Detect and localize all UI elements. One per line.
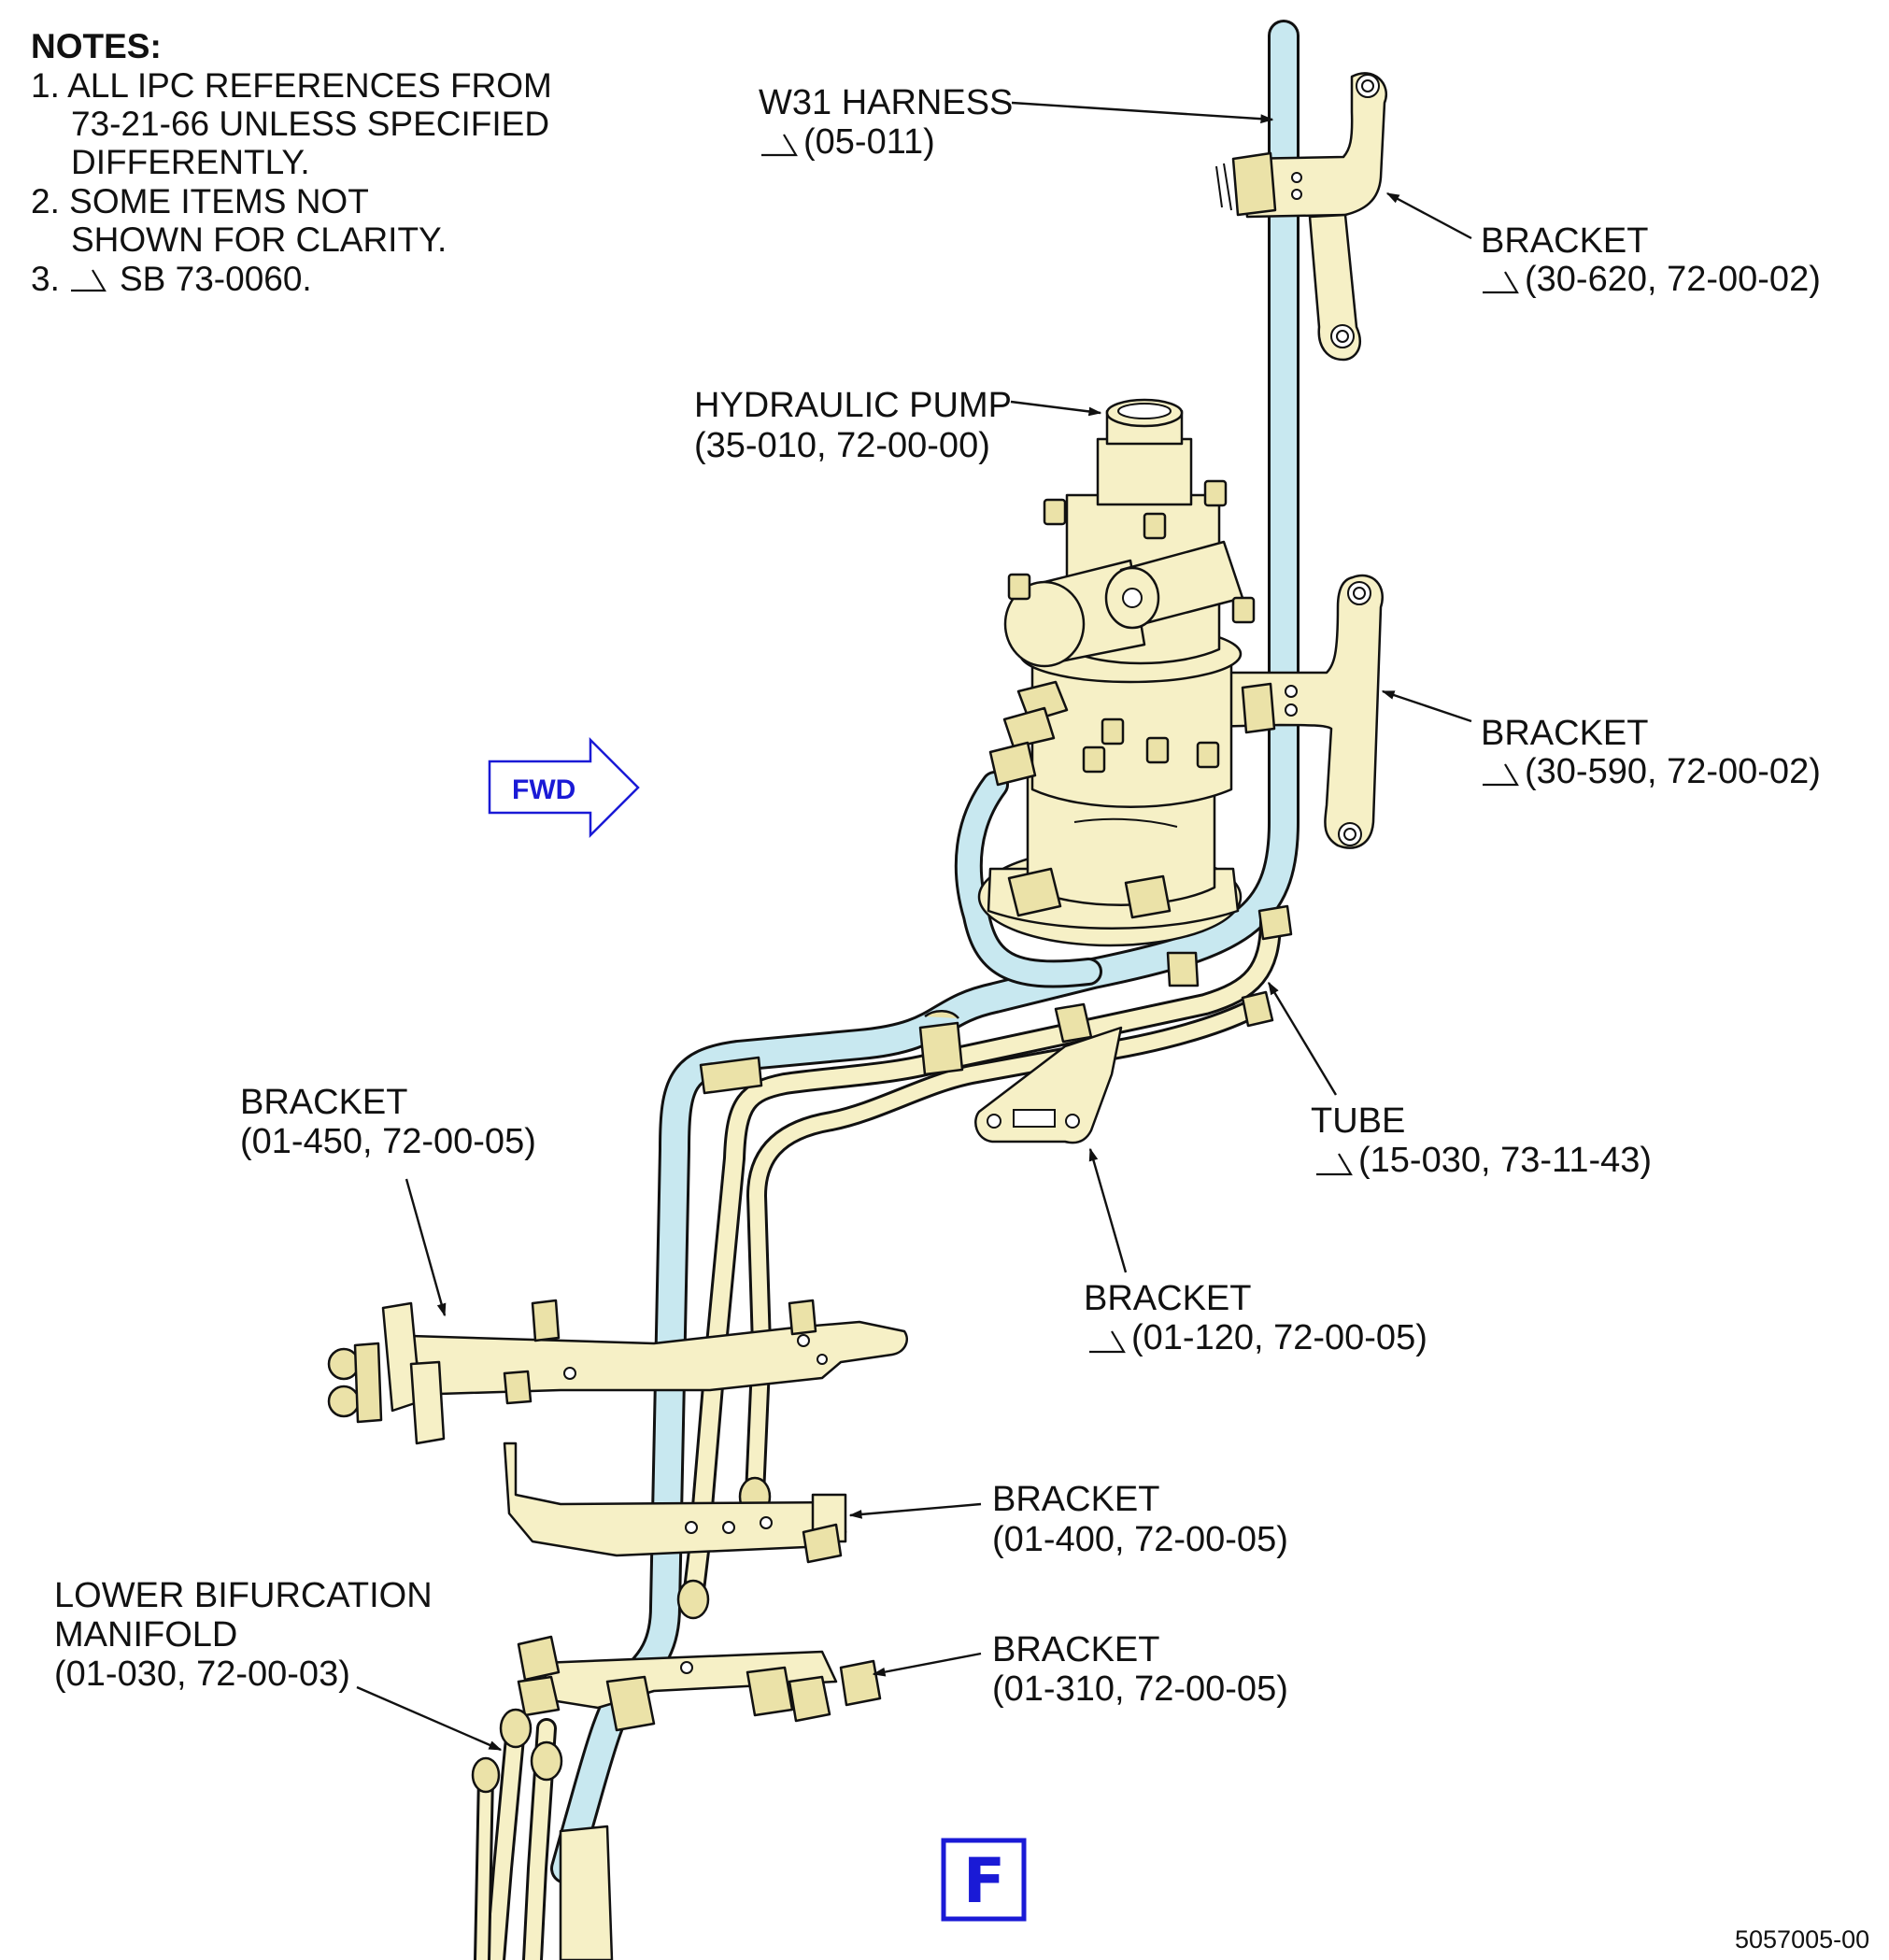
callout-ref: (01-450, 72-00-05) (240, 1122, 536, 1161)
callout-tube: TUBE (15-030, 73-11-43) (1267, 981, 1652, 1180)
leader-arrow (1011, 101, 1274, 124)
lower-bifurcation-manifold (471, 1708, 614, 1960)
callout-ref: (15-030, 73-11-43) (1358, 1141, 1652, 1180)
notes-block: NOTES: 1. ALL IPC REFERENCES FROM 73-21-… (31, 27, 552, 298)
pump-bolts (1007, 479, 1256, 774)
hydraulic-pump (977, 398, 1256, 947)
view-label-box: F (941, 1838, 1027, 1922)
leader-arrow (872, 1652, 982, 1677)
callout-name: TUBE (1311, 1101, 1405, 1141)
callout-name: BRACKET (1481, 714, 1648, 753)
effectivity-symbol-icon (1483, 763, 1519, 787)
harness-clamp (1241, 682, 1276, 734)
harness-clamp (1231, 151, 1277, 217)
view-label: F (963, 1845, 1005, 1917)
callout-ref: (30-590, 72-00-02) (1525, 752, 1821, 791)
callout-name: BRACKET (240, 1083, 407, 1122)
callout-ref: (01-030, 72-00-03) (54, 1655, 350, 1694)
callout-bracket-01-120: BRACKET (01-120, 72-00-05) (1084, 1147, 1427, 1357)
leader-arrow (405, 1178, 447, 1317)
callout-w31-harness: W31 HARNESS (05-011) (759, 83, 1274, 162)
callout-name: BRACKET (992, 1480, 1159, 1519)
callout-bracket-01-310: BRACKET (01-310, 72-00-05) (872, 1630, 1288, 1709)
leader-arrow (1385, 192, 1472, 240)
note-1-line-1: 1. ALL IPC REFERENCES FROM (31, 66, 552, 105)
effectivity-symbol-icon (1316, 1153, 1353, 1176)
fwd-label: FWD (512, 774, 575, 805)
callout-name: BRACKET (1481, 221, 1648, 261)
callout-lower-bifurcation-manifold: LOWER BIFURCATION MANIFOLD (01-030, 72-0… (54, 1576, 503, 1752)
tube-15-030 (676, 904, 1293, 1620)
note-2-line-1: 2. SOME ITEMS NOT (31, 182, 369, 220)
bracket-01-310 (517, 1635, 882, 1732)
leader-arrow (1088, 1147, 1128, 1273)
callout-name-line-2: MANIFOLD (54, 1615, 237, 1655)
bolt-head-inner (1361, 79, 1374, 92)
bracket-01-450 (327, 1299, 908, 1445)
callout-bracket-30-590: BRACKET (30-590, 72-00-02) (1381, 689, 1821, 791)
forward-direction-arrow: FWD (488, 736, 640, 839)
note-1-line-3: DIFFERENTLY. (71, 143, 310, 181)
note-3-number: 3. (31, 260, 60, 298)
note-2-line-2: SHOWN FOR CLARITY. (71, 220, 447, 259)
callout-name-line-1: LOWER BIFURCATION (54, 1576, 433, 1615)
bracket-01-400 (503, 1442, 847, 1564)
callout-ref: (01-310, 72-00-05) (992, 1669, 1288, 1709)
callout-name: BRACKET (992, 1630, 1159, 1669)
callout-bracket-30-620: BRACKET (30-620, 72-00-02) (1385, 192, 1821, 299)
callout-ref: (05-011) (803, 122, 935, 162)
bracket-30-620 (1215, 72, 1387, 362)
bracket-01-120 (974, 951, 1200, 1144)
leader-arrow (1267, 981, 1338, 1096)
callout-hydraulic-pump: HYDRAULIC PUMP (35-010, 72-00-00) (694, 386, 1102, 465)
effectivity-symbol-icon (1089, 1330, 1126, 1354)
callout-bracket-01-400: BRACKET (01-400, 72-00-05) (848, 1480, 1288, 1559)
note-3-text: SB 73-0060. (120, 260, 312, 298)
callout-bracket-01-450: BRACKET (01-450, 72-00-05) (240, 1083, 536, 1317)
effectivity-symbol-icon (1483, 271, 1519, 294)
callout-ref: (35-010, 72-00-00) (694, 426, 990, 465)
leader-arrow (848, 1502, 982, 1519)
effectivity-symbol-icon (761, 134, 798, 157)
callout-ref: (01-400, 72-00-05) (992, 1520, 1288, 1559)
callout-name: HYDRAULIC PUMP (694, 386, 1012, 425)
notes-title: NOTES: (31, 27, 162, 65)
callout-name: BRACKET (1084, 1279, 1251, 1318)
figure-number: 5057005-00 (1735, 1925, 1869, 1953)
callout-ref: (30-620, 72-00-02) (1525, 260, 1821, 299)
note-1-line-2: 73-21-66 UNLESS SPECIFIED (71, 105, 549, 143)
leader-arrow (1010, 400, 1102, 417)
callout-name: W31 HARNESS (759, 83, 1013, 122)
leader-arrow (1381, 689, 1472, 723)
bolt-head-inner (1336, 330, 1349, 343)
effectivity-symbol-icon (71, 269, 107, 292)
callout-ref: (01-120, 72-00-05) (1131, 1318, 1427, 1357)
leader-arrow (356, 1685, 503, 1752)
